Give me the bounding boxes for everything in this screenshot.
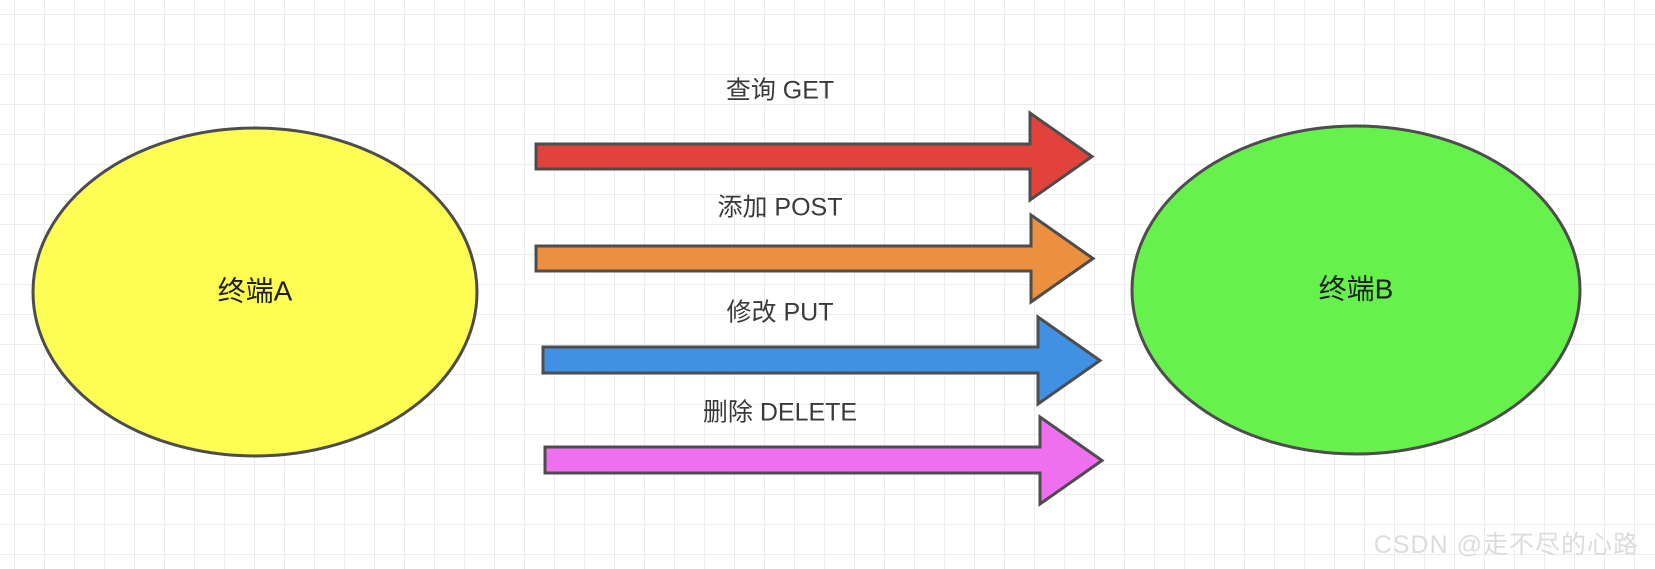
arrow-delete-shape[interactable]	[543, 414, 1105, 507]
terminal-a-ellipse[interactable]	[31, 126, 479, 458]
arrow-put-label: 修改 PUT	[727, 299, 834, 327]
arrow-put-shape[interactable]	[541, 314, 1103, 407]
arrow-put[interactable]: 修改 PUT	[541, 299, 1103, 407]
csdn-watermark: CSDN @走不尽的心路	[1373, 531, 1639, 559]
terminal-b-ellipse[interactable]	[1130, 124, 1582, 456]
arrow-get-label: 查询 GET	[726, 77, 834, 105]
arrow-post-label: 添加 POST	[717, 194, 842, 222]
terminal-b-label: 终端B	[1319, 273, 1394, 304]
arrow-post-shape[interactable]	[534, 212, 1096, 305]
arrow-delete[interactable]: 删除 DELETE	[543, 399, 1105, 507]
terminal-a-label: 终端A	[218, 275, 293, 306]
arrow-post[interactable]: 添加 POST	[534, 194, 1096, 305]
arrow-delete-label: 删除 DELETE	[703, 399, 857, 427]
arrow-get[interactable]: 查询 GET	[534, 77, 1095, 203]
arrow-get-shape[interactable]	[534, 110, 1095, 203]
node-terminal-b[interactable]: 终端B	[1130, 124, 1582, 456]
node-terminal-a[interactable]: 终端A	[31, 126, 479, 458]
